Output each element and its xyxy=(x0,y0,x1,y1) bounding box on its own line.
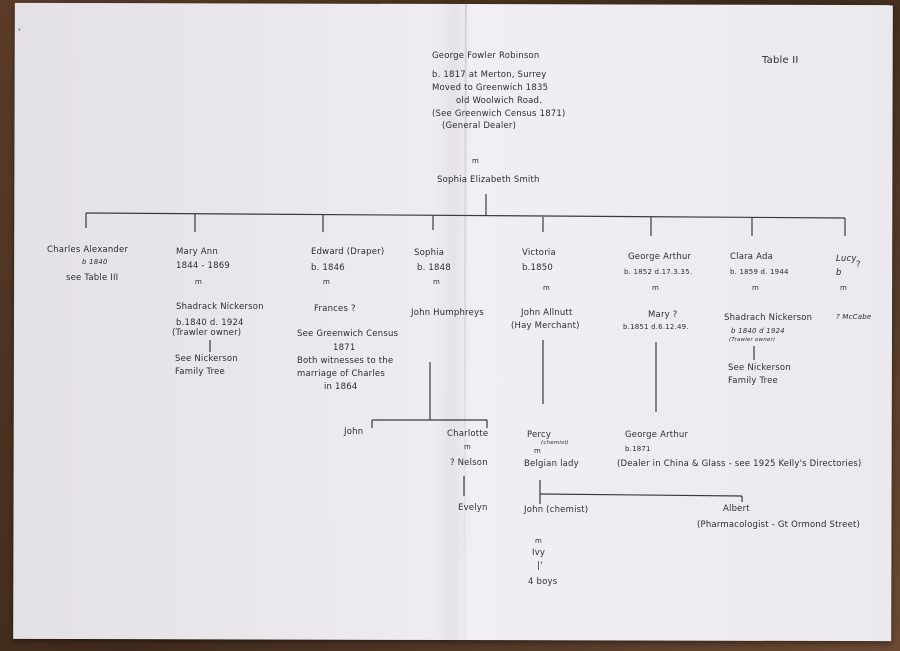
lucy-spouse: ? McCabe xyxy=(836,313,872,321)
edward-note-4: marriage of Charles xyxy=(297,369,385,379)
sophia-marriage-mark: m xyxy=(433,278,441,286)
victoria-marriage-mark: m xyxy=(543,284,551,292)
lucy-born: b xyxy=(836,268,842,278)
evelyn-name: Evelyn xyxy=(458,503,488,513)
clara-ada-spouse: Shadrach Nickerson xyxy=(724,313,813,323)
mary-ann-name: Mary Ann xyxy=(176,247,218,257)
george-arthur-jr-name: George Arthur xyxy=(625,430,689,440)
george-arthur-jr-note: (Dealer in China & Glass - see 1925 Kell… xyxy=(617,459,862,469)
george-arthur-spouse: Mary ? xyxy=(648,310,678,320)
sibling-bar xyxy=(85,212,846,219)
lucy-name: Lucy xyxy=(836,254,857,264)
lucy-question: ? xyxy=(856,260,861,270)
sophia-name: Sophia xyxy=(414,248,445,258)
percy-marriage-mark: m xyxy=(534,447,542,455)
mary-ann-dates: 1844 - 1869 xyxy=(176,261,230,271)
george-arthur-marriage-mark: m xyxy=(652,284,660,292)
ivy-name: Ivy xyxy=(532,548,546,558)
clara-ada-marriage-mark: m xyxy=(752,284,760,292)
root-occupation: (General Dealer) xyxy=(442,121,517,131)
percy-name: Percy xyxy=(527,430,552,440)
george-arthur-name: George Arthur xyxy=(628,252,692,262)
sophia-born: b. 1848 xyxy=(417,263,451,273)
edward-spouse: Frances ? xyxy=(314,304,356,314)
charlotte-name: Charlotte xyxy=(447,429,489,439)
root-census: (See Greenwich Census 1871) xyxy=(432,109,566,119)
charlotte-spouse: ? Nelson xyxy=(450,458,488,468)
clara-ada-note-2: Family Tree xyxy=(728,376,778,386)
percy-kids-bar xyxy=(539,493,743,497)
charles-name: Charles Alexander xyxy=(47,245,129,255)
edward-note-2: 1871 xyxy=(333,343,356,353)
percy-occupation: (chemist) xyxy=(541,440,569,446)
charles-born: b 1840 xyxy=(82,258,108,266)
lucy-marriage-mark: m xyxy=(840,284,848,292)
john-name: John xyxy=(344,427,364,437)
ivy-mark: |' xyxy=(537,561,543,571)
victoria-name: Victoria xyxy=(522,248,556,258)
root-spouse: Sophia Elizabeth Smith xyxy=(437,175,540,185)
edward-marriage-mark: m xyxy=(323,278,331,286)
mary-ann-spouse: Shadrack Nickerson xyxy=(176,302,264,312)
sophia-spouse: John Humphreys xyxy=(411,308,484,318)
root-name: George Fowler Robinson xyxy=(432,51,540,61)
george-arthur-jr-born: b.1871 xyxy=(625,445,651,453)
charles-note: see Table III xyxy=(66,273,119,283)
edward-note-1: See Greenwich Census xyxy=(297,329,399,339)
root-moved-2: old Woolwich Road. xyxy=(456,96,543,106)
edward-note-3: Both witnesses to the xyxy=(297,356,394,366)
mary-ann-marriage-mark: m xyxy=(195,278,203,286)
victoria-spouse-occupation: (Hay Merchant) xyxy=(511,321,580,331)
clara-ada-dates: b. 1859 d. 1944 xyxy=(730,268,789,276)
edward-name: Edward (Draper) xyxy=(311,247,385,257)
root-marriage-mark: m xyxy=(472,157,480,165)
table-label: Table II xyxy=(762,55,799,66)
four-boys: 4 boys xyxy=(528,577,558,587)
clara-ada-name: Clara Ada xyxy=(730,252,773,262)
root-born: b. 1817 at Merton, Surrey xyxy=(432,70,547,80)
mary-ann-note-1: See Nickerson xyxy=(175,354,238,364)
edward-note-5: in 1864 xyxy=(324,382,358,392)
mary-ann-spouse-dates: b.1840 d. 1924 xyxy=(176,318,244,328)
george-arthur-spouse-dates: b.1851 d.6.12.49. xyxy=(623,323,689,331)
john-chemist-marriage-mark: m xyxy=(535,537,543,545)
mary-ann-spouse-occupation: (Trawler owner) xyxy=(172,328,242,338)
john-chemist-name: John (chemist) xyxy=(524,505,589,515)
albert-occupation: (Pharmacologist - Gt Ormond Street) xyxy=(697,520,861,530)
percy-spouse: Belgian lady xyxy=(524,459,579,469)
charlotte-marriage-mark: m xyxy=(464,443,472,451)
albert-name: Albert xyxy=(723,504,750,514)
george-arthur-dates: b. 1852 d.17.3.35. xyxy=(624,268,693,276)
clara-ada-note-1: See Nickerson xyxy=(728,363,791,373)
victoria-born: b.1850 xyxy=(522,263,553,273)
clara-ada-spouse-occupation: (Trawler owner) xyxy=(729,337,776,343)
clara-ada-spouse-dates: b 1840 d 1924 xyxy=(731,327,785,335)
edward-born: b. 1846 xyxy=(311,263,345,273)
victoria-spouse: John Allnutt xyxy=(521,308,573,318)
root-moved-1: Moved to Greenwich 1835 xyxy=(432,83,549,93)
corner-mark: ' xyxy=(18,28,21,38)
mary-ann-note-2: Family Tree xyxy=(175,367,225,377)
